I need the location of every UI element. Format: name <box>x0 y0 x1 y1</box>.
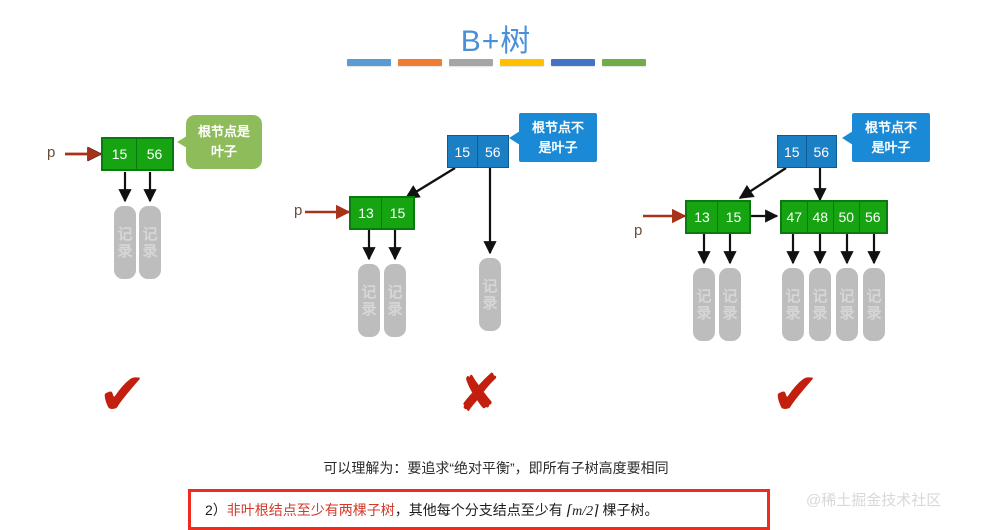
rule-text: 2）非叶根结点至少有两棵子树，其他每个分支结点至少有 ⌈m/2⌉ 棵子树。 <box>191 500 659 520</box>
callout-line: 根节点不 <box>531 119 584 135</box>
record-label-line: 录 <box>696 304 712 322</box>
accent-bar <box>347 59 647 67</box>
record-label-line: 录 <box>812 304 828 322</box>
node-key-cell: 48 <box>807 202 835 232</box>
callout-line: 是叶子 <box>871 139 911 155</box>
accent-bar-segment-2 <box>398 59 442 66</box>
root-node-case-2[interactable]: 15 56 <box>447 135 509 168</box>
node-key-cell: 56 <box>137 139 172 169</box>
record-label-line: 记 <box>482 277 498 295</box>
watermark: @稀土掘金技术社区 <box>806 492 942 509</box>
callout-line: 叶子 <box>210 144 237 159</box>
record-label-line: 记 <box>785 287 801 305</box>
record-label-line: 录 <box>387 300 403 318</box>
record-label-line: 记 <box>361 283 377 301</box>
record-label-line: 记 <box>722 287 738 305</box>
rule-highlight: 非叶根结点至少有两棵子树 <box>226 501 395 518</box>
node-key-cell: 15 <box>103 139 137 169</box>
root-node-case-1[interactable]: 15 56 <box>101 137 174 171</box>
record-label-line: 记 <box>839 287 855 305</box>
callout-case-2: 根节点不 是叶子 <box>509 113 597 162</box>
rule-number: 2） <box>205 501 227 518</box>
record-label-line: 录 <box>785 304 801 322</box>
record-box: 记 录 <box>809 268 831 341</box>
rule-callout-box: 2）非叶根结点至少有两棵子树，其他每个分支结点至少有 ⌈m/2⌉ 棵子树。 <box>188 489 770 530</box>
page-title: B+树 <box>460 25 532 58</box>
node-key-cell: 13 <box>687 202 718 232</box>
verdict-check-case-3: ✔ <box>771 362 820 427</box>
record-box: 记 录 <box>719 268 741 341</box>
record-label-line: 记 <box>866 287 882 305</box>
record-label-line: 录 <box>839 304 855 322</box>
record-box: 记 录 <box>384 264 406 337</box>
node-key-cell: 15 <box>448 136 478 167</box>
node-key-cell: 50 <box>834 202 860 232</box>
record-box: 记 录 <box>782 268 804 341</box>
verdict-cross-case-2: ✘ <box>457 365 501 423</box>
accent-bar-segment-5 <box>551 59 595 66</box>
record-box: 记 录 <box>836 268 858 341</box>
accent-bar-segment-4 <box>500 59 544 66</box>
node-key-cell: 15 <box>718 202 749 232</box>
record-label-line: 录 <box>866 304 882 322</box>
rule-rest-before: ，其他每个分支结点至少有 <box>394 501 567 518</box>
node-key-cell: 15 <box>382 198 413 228</box>
record-label-line: 记 <box>142 225 158 243</box>
callout-line: 根节点是 <box>197 124 250 139</box>
callout-case-1: 根节点是 叶子 <box>177 115 262 169</box>
record-box: 记 录 <box>358 264 380 337</box>
pointer-label-case-1: p <box>47 144 56 161</box>
node-key-cell: 56 <box>859 202 886 232</box>
accent-bar-segment-1 <box>347 59 391 66</box>
record-label-line: 录 <box>482 294 498 312</box>
leaf-node-case-3-left[interactable]: 13 15 <box>685 200 751 234</box>
record-box: 记 录 <box>863 268 885 341</box>
record-box: 记 录 <box>479 258 501 331</box>
pointer-label-case-3: p <box>634 222 643 239</box>
accent-bar-segment-6 <box>602 59 646 66</box>
record-label-line: 记 <box>812 287 828 305</box>
node-key-cell: 13 <box>351 198 382 228</box>
record-box: 记 录 <box>139 206 161 279</box>
record-label-line: 录 <box>722 304 738 322</box>
root-node-case-3[interactable]: 15 56 <box>777 135 837 168</box>
record-label-line: 录 <box>117 242 133 260</box>
record-label-line: 记 <box>696 287 712 305</box>
leaf-node-case-2[interactable]: 13 15 <box>349 196 415 230</box>
record-label-line: 录 <box>142 242 158 260</box>
verdict-check-case-1: ✔ <box>98 362 147 427</box>
accent-bar-segment-3 <box>449 59 493 66</box>
callout-line: 是叶子 <box>538 139 578 155</box>
node-key-cell: 56 <box>477 136 508 167</box>
pointer-label-case-2: p <box>294 202 303 219</box>
node-key-cell: 56 <box>806 136 836 167</box>
rule-math: ⌈m/2⌉ <box>566 503 599 519</box>
record-label-line: 记 <box>117 225 133 243</box>
record-label-line: 录 <box>361 300 377 318</box>
record-box: 记 录 <box>693 268 715 341</box>
node-key-cell: 47 <box>782 202 808 232</box>
rule-rest-after: 棵子树。 <box>598 501 659 518</box>
record-box: 记 录 <box>114 206 136 279</box>
leaf-node-case-3-right[interactable]: 47 48 50 56 <box>780 200 888 234</box>
node-key-cell: 15 <box>778 136 807 167</box>
callout-line: 根节点不 <box>864 119 917 135</box>
caption-text: 可以理解为：要追求“绝对平衡”，即所有子树高度要相同 <box>323 460 669 476</box>
callout-case-3: 根节点不 是叶子 <box>842 113 930 162</box>
record-label-line: 记 <box>387 283 403 301</box>
